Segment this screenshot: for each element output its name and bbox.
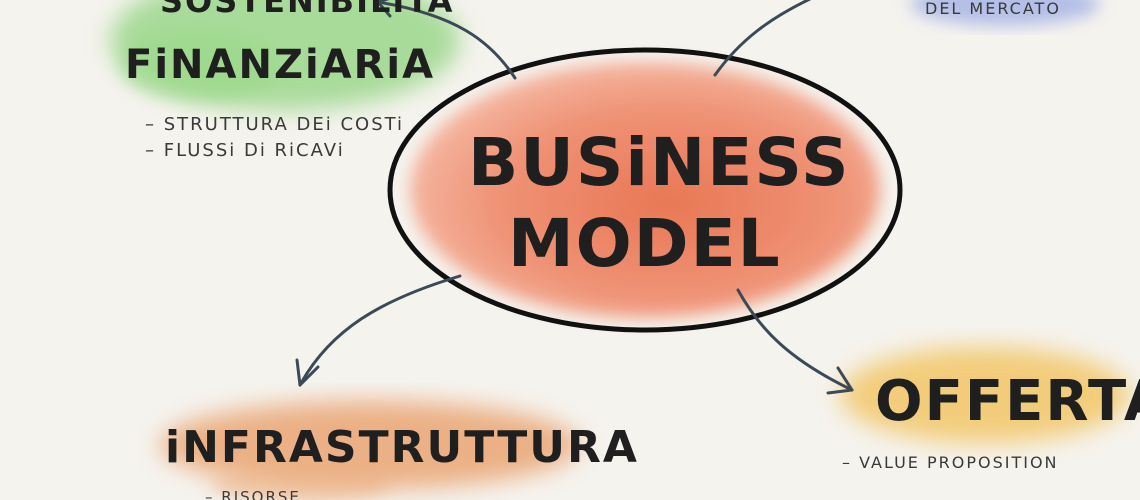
infrastruttura-title: iNFRASTRUTTURA xyxy=(165,422,639,473)
offerta-title: OFFERTA xyxy=(875,369,1140,434)
mercato-partial: DEL MERCATO xyxy=(925,0,1061,18)
yellow-wash xyxy=(840,347,1130,443)
blue-wash xyxy=(910,0,1100,26)
arrow-to-offerta xyxy=(736,288,854,392)
arrow-to-infrastruttura-head xyxy=(295,358,320,387)
infrastruttura-partial: – RISORSE xyxy=(205,488,301,500)
arrow-to-finanziaria xyxy=(376,0,517,80)
orange-wash xyxy=(160,401,580,500)
finanziaria-bullet-2: – FLUSSi Di RiCAVi xyxy=(145,140,345,161)
business-label: BUSiNESS xyxy=(468,124,850,201)
model-label: MODEL xyxy=(508,205,782,282)
arrow-to-finanziaria-head xyxy=(376,0,392,18)
arrow-to-mercato xyxy=(713,0,812,77)
finanziaria-title: FiNANZiARiA xyxy=(125,42,435,88)
center-node xyxy=(387,47,903,333)
finanziaria-bullet-1: – STRUTTURA DEi COSTi xyxy=(145,114,404,135)
green-wash xyxy=(110,0,460,110)
arrow-to-infrastruttura xyxy=(298,274,462,387)
finanziaria-title-partial: SOSTENIBILITÀ xyxy=(160,0,454,20)
arrow-to-offerta-head xyxy=(826,366,854,395)
offerta-bullet-1: – VALUE PROPOSITION xyxy=(842,453,1059,472)
